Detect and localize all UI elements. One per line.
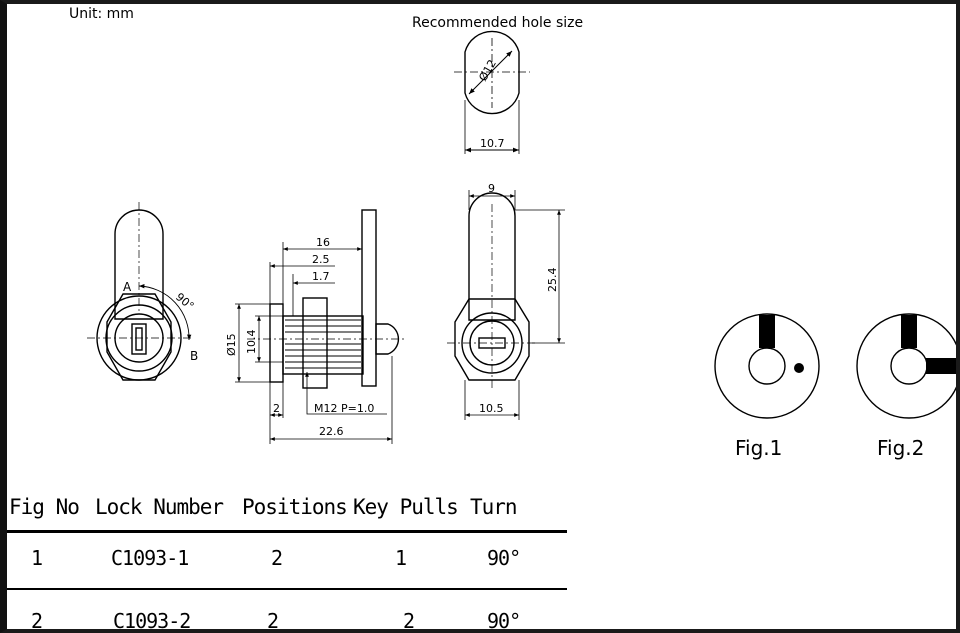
fig1-diagram (714, 313, 820, 419)
thread-body (282, 315, 364, 375)
row2-turn: 90° (487, 609, 521, 633)
thread-spec-text: M12 P=1.0 (314, 402, 374, 415)
dim-10-5-text: 10.5 (479, 402, 504, 415)
fig2-key-slot-top (901, 315, 917, 348)
dim-22-6-text: 22.6 (319, 425, 344, 438)
key-plug-end (375, 323, 400, 355)
dim-15-text: Ø15 (225, 333, 238, 356)
dim-9-text: 9 (488, 182, 495, 195)
row1-fig-no: 1 (31, 546, 43, 570)
row1-positions: 2 (271, 546, 283, 570)
cam-arm (114, 209, 164, 320)
dim-2-5-text: 2.5 (312, 253, 330, 266)
dim-25-4-text: 25.4 (546, 268, 559, 293)
rotation-angle-text: 90° (173, 290, 196, 312)
position-a-label: A (123, 280, 132, 294)
header-fig-no: Fig No (9, 495, 80, 519)
header-turn: Turn (470, 495, 518, 519)
row2-lock-number: C1093-2 (113, 609, 191, 633)
hole-diameter-line (468, 50, 513, 95)
side-view (235, 209, 407, 444)
unit-label: Unit: mm (69, 6, 134, 22)
header-key-pulls: Key Pulls (353, 495, 459, 519)
row2-positions: 2 (267, 609, 279, 633)
hex-nut-front (106, 293, 172, 381)
row-rule (7, 588, 567, 590)
fig1-label: Fig.1 (735, 436, 783, 460)
header-positions: Positions (242, 495, 348, 519)
position-b-label: B (190, 349, 198, 363)
cam-arm-rear (468, 192, 516, 321)
rear-view (447, 190, 565, 420)
fig2-key-slot-side (926, 358, 956, 374)
row2-fig-no: 2 (31, 609, 43, 633)
recommended-hole-drawing (454, 30, 530, 154)
hole-outline (464, 30, 520, 115)
front-view (87, 202, 193, 381)
dim-10-4-text: 10.4 (245, 330, 258, 355)
row1-lock-number: C1093-1 (111, 546, 189, 570)
dim-1-7-text: 1.7 (312, 270, 330, 283)
dim-16-text: 16 (316, 236, 330, 249)
rotation-arc (138, 284, 192, 341)
row1-key-pulls: 1 (395, 546, 407, 570)
fig1-position-dot (794, 363, 804, 373)
header-rule (7, 530, 567, 533)
cam-plate-side (361, 209, 377, 387)
fig2-label: Fig.2 (877, 436, 925, 460)
hole-width-text: 10.7 (480, 137, 505, 150)
hex-nut-rear (454, 298, 530, 381)
fig2-diagram (856, 313, 956, 419)
header-lock-number: Lock Number (95, 495, 224, 519)
fig1-key-slot (759, 315, 775, 348)
hole-diameter-text: Ø12 (476, 57, 499, 83)
row1-turn: 90° (487, 546, 521, 570)
row2-key-pulls: 2 (403, 609, 415, 633)
dim-2-text: 2 (273, 402, 280, 415)
recommended-hole-title: Recommended hole size (412, 15, 584, 31)
nut-side (302, 297, 328, 389)
technical-drawing: Ø12 10.7 A B 90° (87, 30, 956, 444)
